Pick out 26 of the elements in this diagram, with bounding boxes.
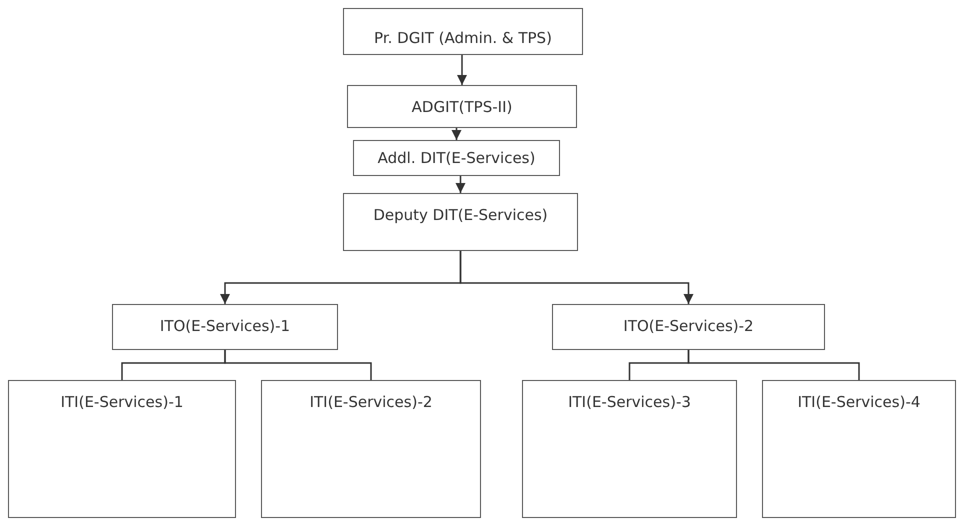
org-box [8, 380, 236, 518]
position-title: Deputy DIT(E-Services) [373, 206, 548, 226]
position-title: ITI(E-Services)-3 [568, 393, 691, 413]
connector-line [688, 350, 860, 380]
org-box [112, 304, 338, 350]
position-title: Addl. DIT(E-Services) [378, 149, 536, 169]
position-title: ITI(E-Services)-1 [60, 393, 184, 413]
position-title: ITO(E-Services)-2 [623, 317, 754, 337]
org-box [353, 140, 560, 176]
arrow [457, 55, 467, 85]
org-box [261, 380, 481, 518]
connector-line [224, 350, 372, 380]
position-title: ADGIT(TPS-II) [412, 98, 512, 118]
position-title: Pr. DGIT (Admin. & TPS) [374, 29, 552, 49]
arrow [452, 128, 462, 140]
org-box [343, 193, 578, 251]
org-box [343, 8, 583, 55]
org-box [522, 380, 737, 518]
arrow [456, 176, 466, 193]
org-box [762, 380, 956, 518]
arrow [460, 251, 694, 304]
position-title: ITO(E-Services)-1 [160, 317, 290, 337]
position-title: ITI(E-Services)-2 [310, 393, 432, 413]
org-box [552, 304, 825, 350]
org-box [347, 85, 577, 128]
position-title: ITI(E-Services)-4 [798, 393, 920, 413]
